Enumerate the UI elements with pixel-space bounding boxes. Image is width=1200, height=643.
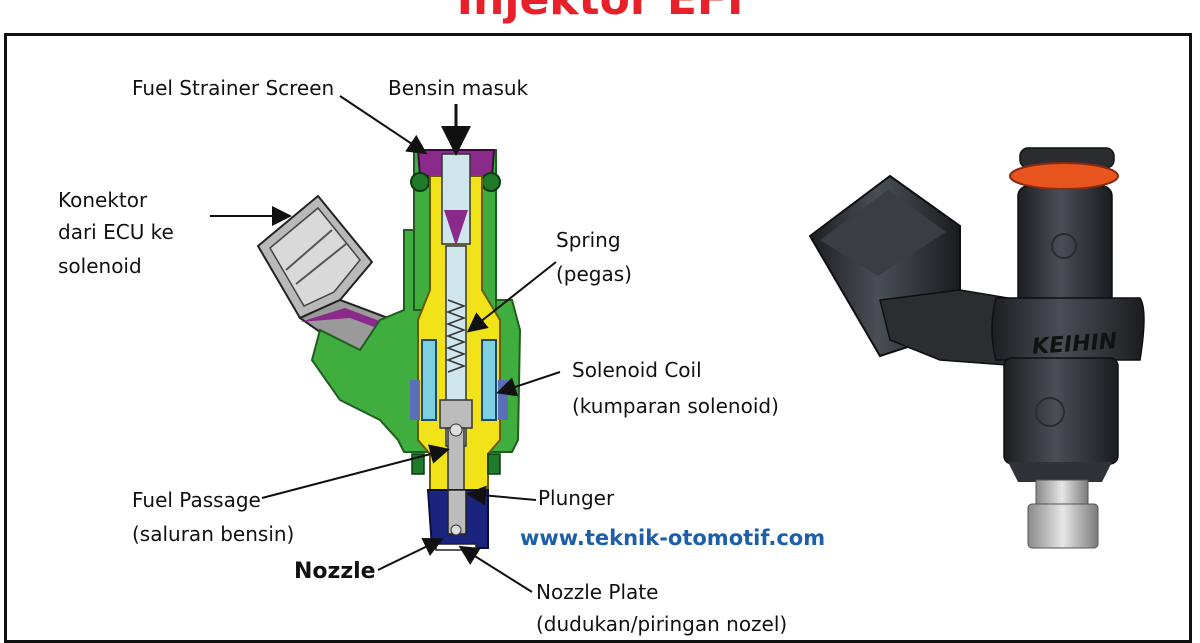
label-konektor-1: Konektor (58, 188, 148, 212)
website-link[interactable]: www.teknik-otomotif.com (520, 526, 826, 550)
label-dudukan-nozel: (dudukan/piringan nozel) (536, 612, 788, 636)
label-konektor-3: solenoid (58, 254, 142, 278)
photo-collar (991, 297, 1145, 361)
injector-photo: KEIHIN (808, 147, 1145, 549)
label-plunger: Plunger (538, 486, 615, 510)
nozzle-plate (435, 543, 477, 551)
label-fuel-passage: Fuel Passage (132, 488, 261, 512)
injector-cross-section (256, 149, 522, 551)
photo-metal-tip (1027, 503, 1099, 549)
solenoid-coil-left (421, 339, 437, 421)
label-pegas: (pegas) (556, 262, 632, 286)
photo-o-ring (1009, 162, 1119, 190)
label-fuel-strainer: Fuel Strainer Screen (132, 76, 335, 100)
label-kumparan-solenoid: (kumparan solenoid) (572, 394, 779, 418)
label-bensin-masuk: Bensin masuk (388, 76, 529, 100)
injector-illustration: KEIHIN (210, 95, 1145, 593)
photo-lower-body (1003, 357, 1119, 465)
label-solenoid-coil: Solenoid Coil (572, 358, 702, 382)
label-saluran-bensin: (saluran bensin) (132, 522, 295, 546)
label-nozzle-plate: Nozzle Plate (536, 580, 659, 604)
page-title: Injektor EFI (0, 0, 1200, 26)
leader-lines (210, 95, 561, 593)
spring (445, 299, 467, 373)
keihin-logo: KEIHIN (1031, 329, 1118, 360)
label-spring: Spring (556, 228, 621, 252)
solenoid-coil-right (481, 339, 497, 421)
o-ring-top-left (410, 172, 430, 192)
label-konektor-2: dari ECU ke (58, 220, 174, 244)
label-nozzle: Nozzle (294, 559, 376, 584)
plunger-head (439, 399, 473, 429)
o-ring-top-right (481, 172, 501, 192)
photo-upper-body (1017, 185, 1113, 307)
